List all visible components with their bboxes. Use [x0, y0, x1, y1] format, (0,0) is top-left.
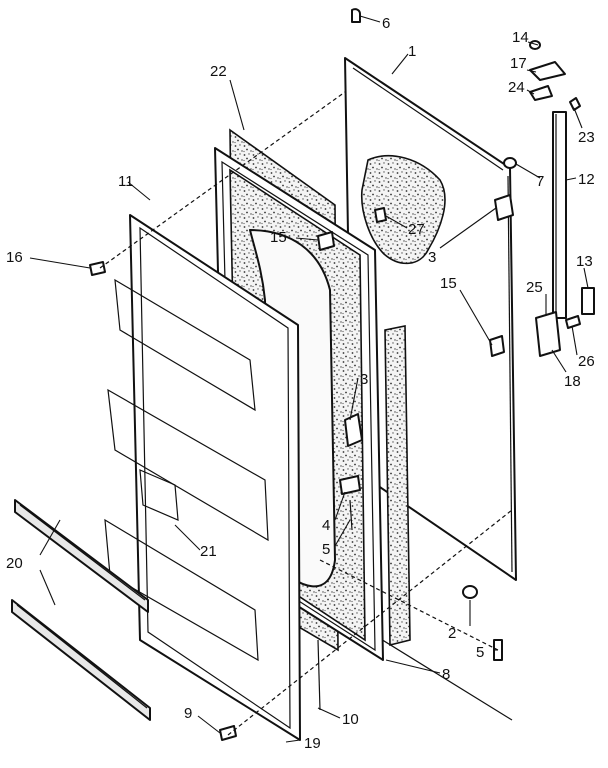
callout-14: 14: [512, 29, 529, 46]
callout-1: 1: [408, 43, 416, 60]
callout-8: 8: [442, 666, 450, 683]
callout-7: 7: [536, 173, 544, 190]
callout-9: 9: [184, 705, 192, 722]
callout-11: 11: [118, 173, 134, 190]
callout-4: 4: [322, 517, 330, 534]
small-hardware: [89, 8, 595, 741]
callout-16: 16: [6, 249, 23, 266]
callout-19: 19: [304, 735, 321, 752]
callout-22: 22: [210, 63, 227, 80]
callout-23: 23: [578, 129, 595, 146]
callout-13: 13: [576, 253, 593, 270]
callout-10: 10: [342, 711, 359, 728]
callout-5-left: 5: [322, 541, 330, 558]
callout-27: 27: [408, 221, 425, 238]
callout-21: 21: [200, 543, 217, 560]
callout-20: 20: [6, 555, 23, 572]
callout-25: 25: [526, 279, 543, 296]
callout-15-right: 15: [440, 275, 457, 292]
shelf-bin-upper: [14, 499, 149, 613]
callout-6: 6: [382, 15, 390, 32]
callout-3-mid: 3: [360, 371, 368, 388]
assembly-guide-lines: [99, 91, 513, 736]
shelf-bin-lower: [11, 599, 151, 721]
door-cutaway-foam: [360, 154, 446, 265]
callout-12: 12: [578, 171, 595, 188]
leader-lines: [29, 15, 589, 743]
callout-15-left: 15: [270, 229, 287, 246]
callout-18: 18: [564, 373, 581, 390]
callout-2: 2: [448, 625, 456, 642]
callout-3-top: 3: [428, 249, 436, 266]
callout-17: 17: [510, 55, 527, 72]
callout-labels: 1 2 3 3 4 5 5 6 7 8 9 10 11 12 13 14 15 …: [6, 15, 595, 752]
callout-26: 26: [578, 353, 595, 370]
callout-5-right: 5: [476, 644, 484, 661]
hinge-bar: [552, 111, 567, 319]
callout-24: 24: [508, 79, 525, 96]
